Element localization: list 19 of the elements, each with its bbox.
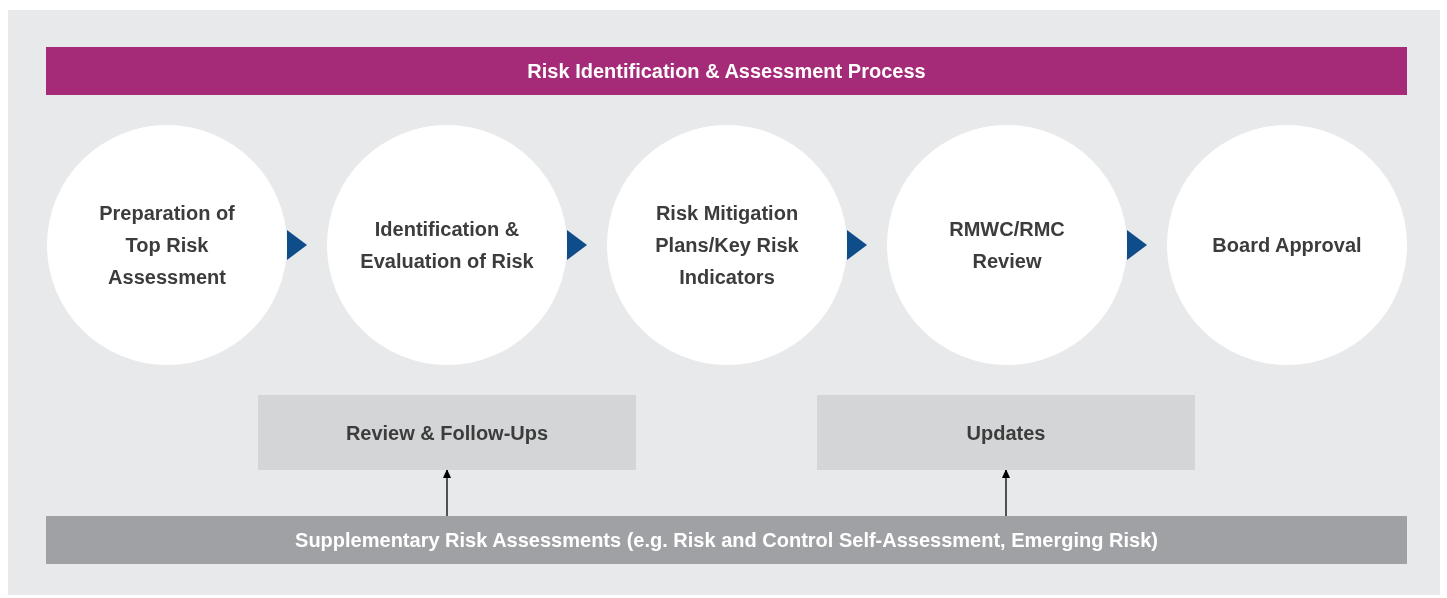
node-label: Board Approval (1212, 233, 1362, 258)
footer-band (46, 516, 1407, 564)
node-label: RMWC/RMC Review (948, 217, 1066, 274)
node-label: Supplementary Risk Assessments (e.g. Risk and Control Self-Assessment, Emerging Risk) (295, 528, 1158, 553)
arrow (1002, 469, 1010, 517)
chevron-arrow (567, 230, 587, 260)
process-box (258, 395, 636, 470)
node-label: Updates (966, 420, 1046, 446)
chevron-arrow (1127, 230, 1147, 260)
node-label: Risk Mitigation Plans/Key Risk Indicators (654, 201, 800, 290)
chevron-arrow (287, 230, 307, 260)
chevron-arrow (847, 230, 867, 260)
node-label: Risk Identification & Assessment Process (527, 59, 926, 84)
arrow (443, 469, 451, 517)
node-label: Preparation of Top Risk Assessment (98, 201, 236, 290)
process-box (817, 395, 1195, 470)
title-band (46, 47, 1407, 95)
node-label: Identification & Evaluation of Risk (359, 217, 535, 274)
node-label: Review & Follow-Ups (345, 420, 549, 446)
